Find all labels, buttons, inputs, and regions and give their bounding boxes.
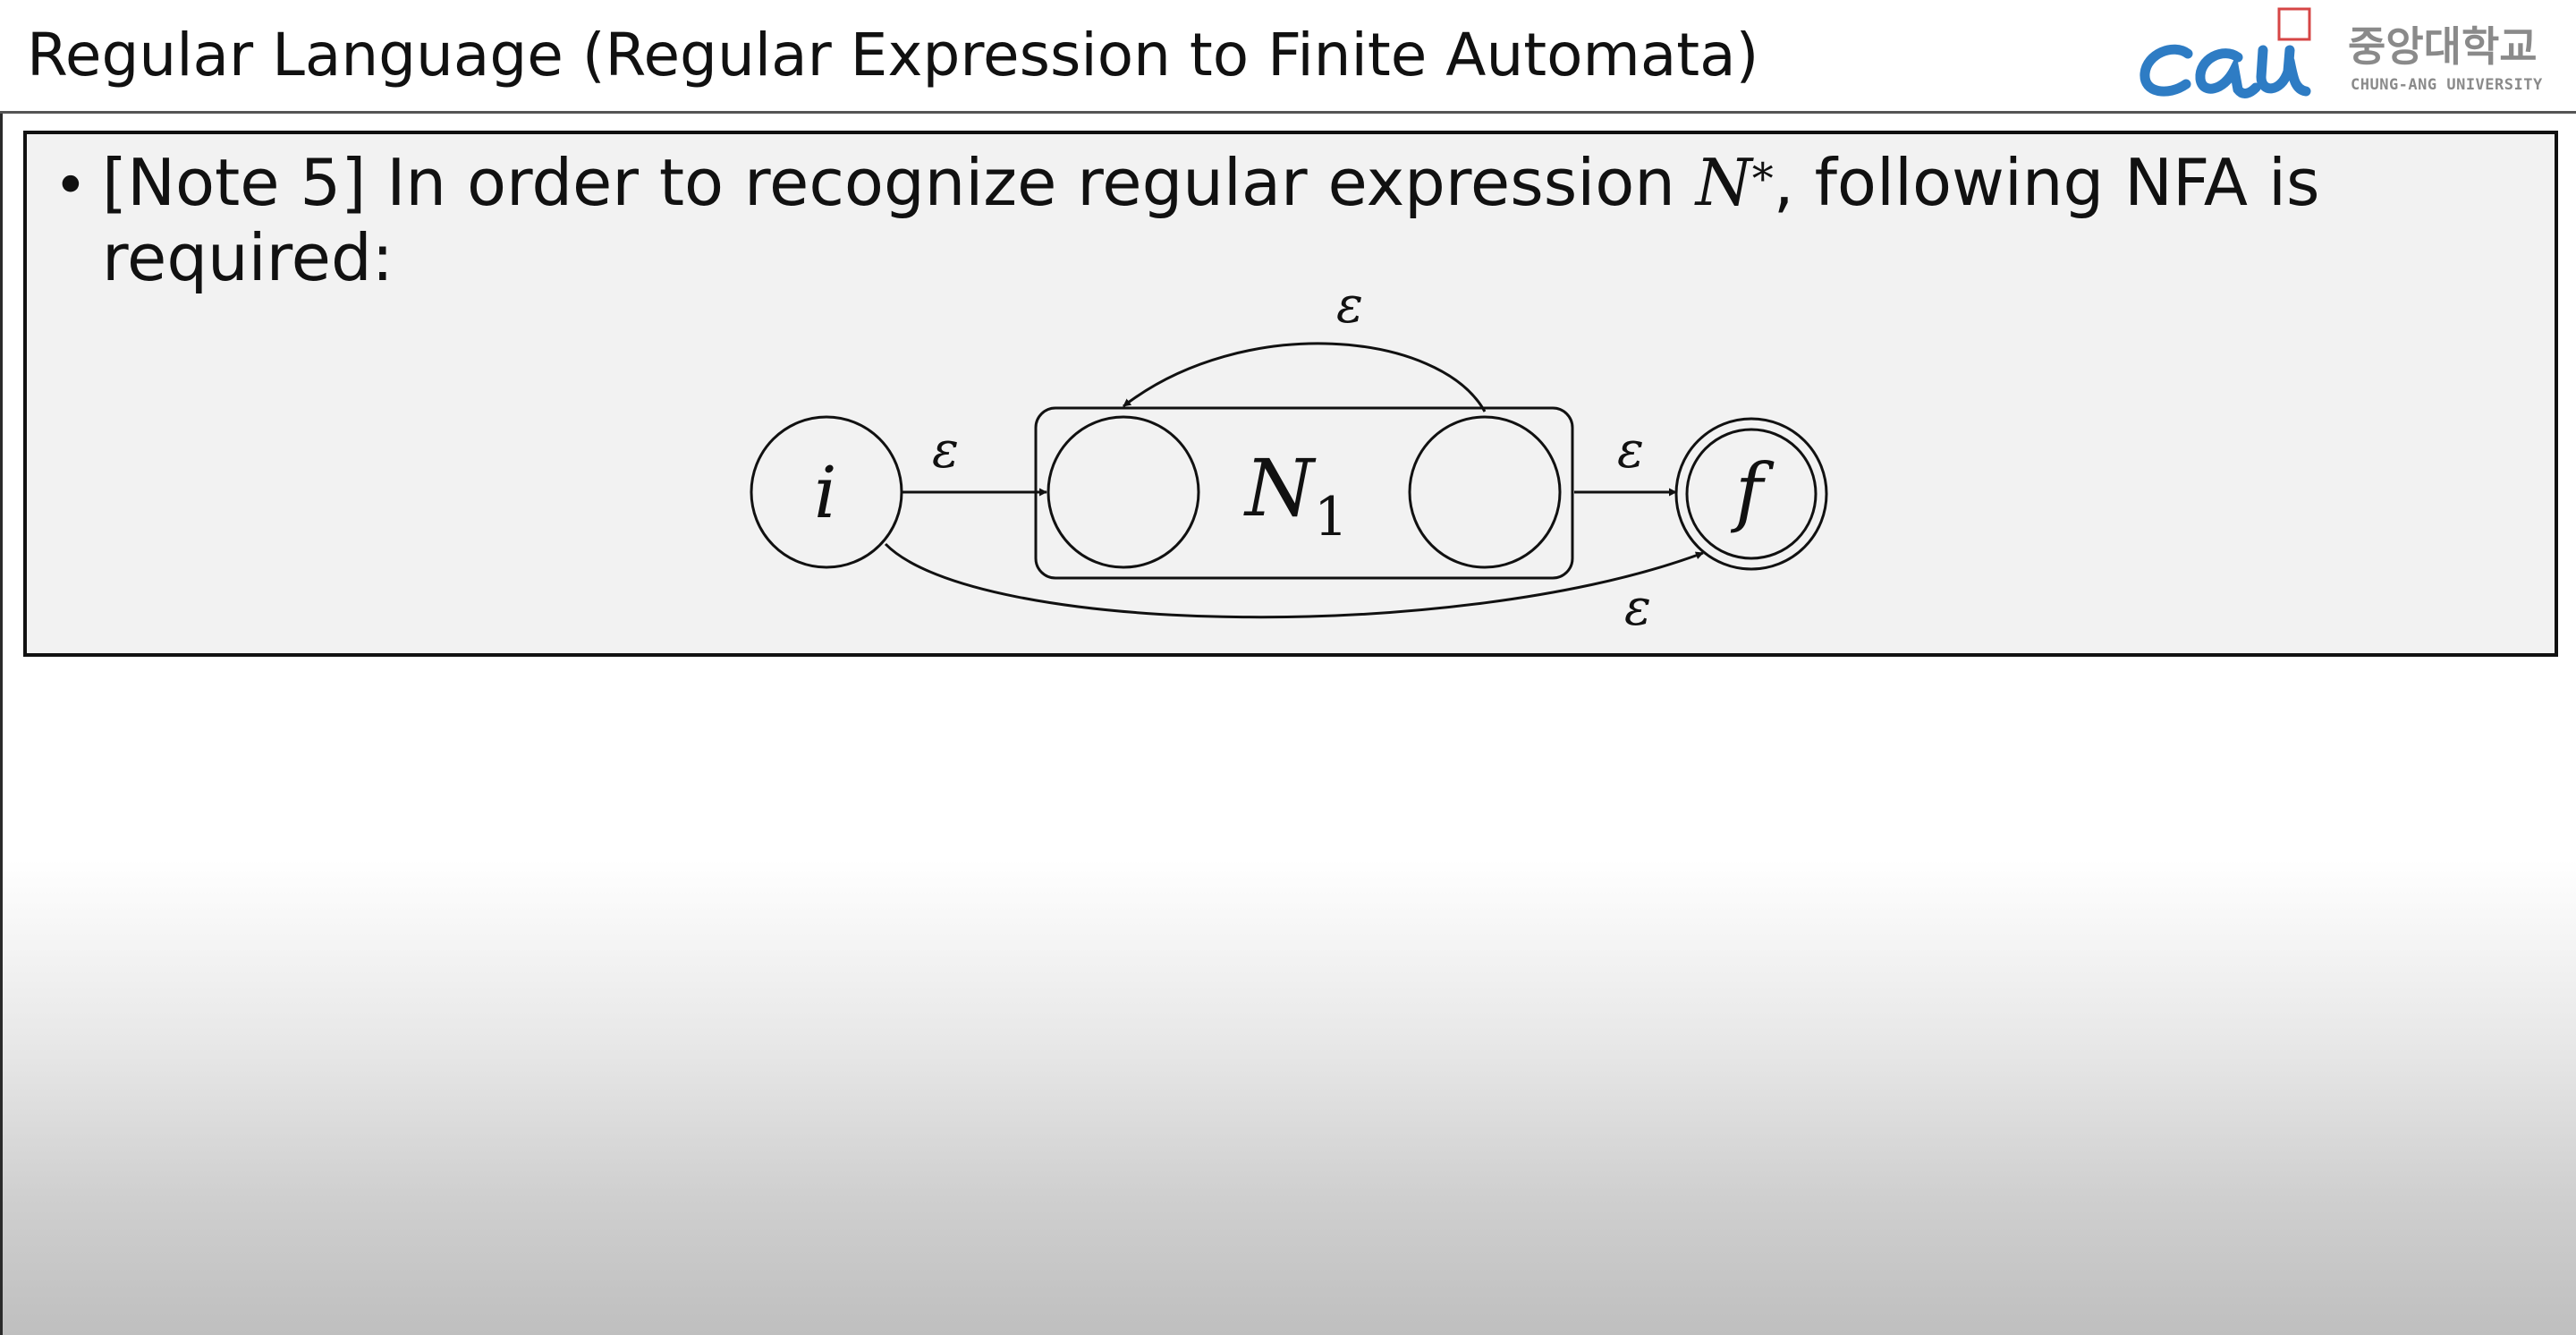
inner-automaton-subscript: 1 (1314, 486, 1348, 548)
transition-into-inner-label: ε (932, 421, 959, 480)
note-text-after: , following NFA is required: (102, 145, 2320, 295)
nfa-diagram: i N1 f ε ε ε ε (750, 276, 1828, 637)
bullet-marker: • (54, 153, 88, 219)
transition-bypass-label: ε (1624, 579, 1651, 637)
left-edge-border (0, 0, 3, 1335)
initial-state-label: i (814, 451, 837, 534)
logo-marker-box (2277, 7, 2311, 41)
university-logo: 중앙대학교 CHUNG-ANG UNIVERSITY (2140, 7, 2543, 98)
math-symbol: N (1695, 145, 1752, 220)
transition-bypass (884, 542, 1704, 619)
final-state-inner (1685, 428, 1818, 560)
inner-automaton-label: N1 (1243, 442, 1348, 548)
slide-title: Regular Language (Regular Expression to … (27, 21, 1759, 89)
header-divider (0, 111, 2576, 114)
final-state-label: f (1730, 447, 1775, 535)
transition-out-of-inner-label: ε (1617, 421, 1644, 480)
logo-korean-name: 중앙대학교 (2348, 22, 2538, 71)
math-expression: N* (1696, 145, 1774, 220)
transition-loop-back-label: ε (1336, 276, 1363, 335)
cau-logo-mark (2140, 44, 2311, 98)
note-text-before: [Note 5] In order to recognize regular e… (102, 145, 1696, 220)
note-text: [Note 5] In order to recognize regular e… (102, 145, 2428, 295)
inner-automaton-name: N (1243, 442, 1317, 534)
slide-header: Regular Language (Regular Expression to … (0, 0, 2576, 111)
kleene-star: * (1751, 154, 1774, 204)
transition-loop-back (1123, 342, 1487, 412)
inner-final-state (1408, 415, 1562, 569)
logo-english-name: CHUNG-ANG UNIVERSITY (2351, 76, 2543, 94)
note-box: • [Note 5] In order to recognize regular… (23, 131, 2558, 657)
inner-start-state (1046, 415, 1200, 569)
